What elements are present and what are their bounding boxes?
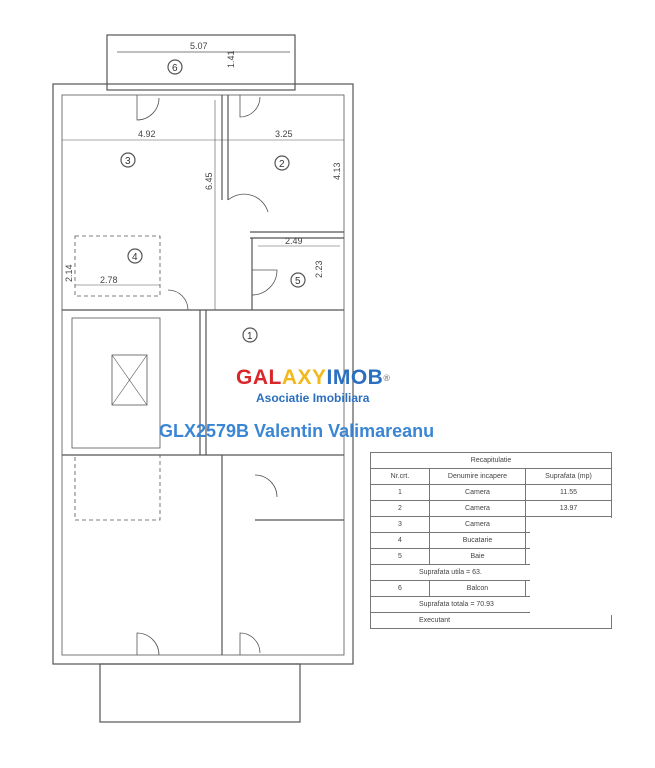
room-label-1: 1 xyxy=(247,331,253,342)
table-title: Recapitulatie xyxy=(370,452,612,469)
dim-kitchen-depth: 2.14 xyxy=(64,264,74,282)
logo-part-gal: GAL xyxy=(236,366,282,389)
door-swing xyxy=(251,269,278,296)
top-balcony xyxy=(106,34,296,91)
staircase xyxy=(71,317,161,449)
header-area: Suprafata (mp) xyxy=(525,468,612,485)
row-nr: 4 xyxy=(370,532,430,549)
room-label-3-circle xyxy=(120,152,136,168)
door-swing xyxy=(239,95,261,118)
header-name: Denumire incapere xyxy=(429,468,526,485)
dim-bath-width: 2.49 xyxy=(285,236,303,246)
galaxyimob-logo: GALAXYIMOB® xyxy=(236,366,390,390)
door-swing xyxy=(136,95,160,121)
row-nr: 3 xyxy=(370,516,430,533)
room-label-3: 3 xyxy=(125,156,131,167)
row-area: 13.97 xyxy=(525,500,612,517)
row-nr: 2 xyxy=(370,500,430,517)
row-name: Balcon xyxy=(429,580,526,597)
door-swing xyxy=(167,289,189,311)
dim-room3-depth: 6.45 xyxy=(204,172,214,190)
dim-room3-width: 4.92 xyxy=(138,129,156,139)
listing-reference: GLX2579B Valentin Valimareanu xyxy=(159,421,435,441)
row-name: Bucatarie xyxy=(429,532,526,549)
row-nr: 6 xyxy=(370,580,430,597)
dim-bath-depth: 2.23 xyxy=(314,260,324,278)
redacted-area xyxy=(530,518,617,615)
logo-part-axy: AXY xyxy=(281,366,327,389)
room-label-5-circle xyxy=(290,272,306,288)
dim-kitchen-width: 2.78 xyxy=(100,275,118,285)
logo-part-imob: IMOB xyxy=(326,366,384,389)
row-nr: 1 xyxy=(370,484,430,501)
room-label-4: 4 xyxy=(132,252,138,263)
room-label-6: 6 xyxy=(172,63,178,74)
door-swing xyxy=(227,193,269,213)
room-label-2: 2 xyxy=(279,159,285,170)
row-name: Camera xyxy=(429,484,526,501)
door-swing xyxy=(136,632,160,656)
elevator-shaft xyxy=(111,354,148,406)
dim-room2-depth: 4.13 xyxy=(332,162,342,180)
executant-label: Executant xyxy=(370,612,612,629)
registered-mark: ® xyxy=(383,373,391,383)
logo-subtitle: Asociatie Imobiliara xyxy=(256,391,370,405)
door-swing xyxy=(254,474,278,498)
room-label-1-circle xyxy=(242,327,258,343)
row-name: Camera xyxy=(429,500,526,517)
row-nr: 5 xyxy=(370,548,430,565)
room-label-4-circle xyxy=(127,248,143,264)
row-name: Camera xyxy=(429,516,526,533)
dim-balcony-width: 5.07 xyxy=(190,41,208,51)
door-swing xyxy=(239,632,261,655)
room-label-5: 5 xyxy=(295,276,301,287)
dim-balcony-depth: 1.41 xyxy=(226,50,236,68)
bottom-balcony xyxy=(99,663,301,723)
room-label-6-circle xyxy=(167,59,183,75)
room-label-2-circle xyxy=(274,155,290,171)
row-area: 11.55 xyxy=(525,484,612,501)
row-name: Baie xyxy=(429,548,526,565)
header-nr: Nr.crt. xyxy=(370,468,430,485)
kitchen-area xyxy=(74,235,161,297)
dim-room2-width: 3.25 xyxy=(275,129,293,139)
